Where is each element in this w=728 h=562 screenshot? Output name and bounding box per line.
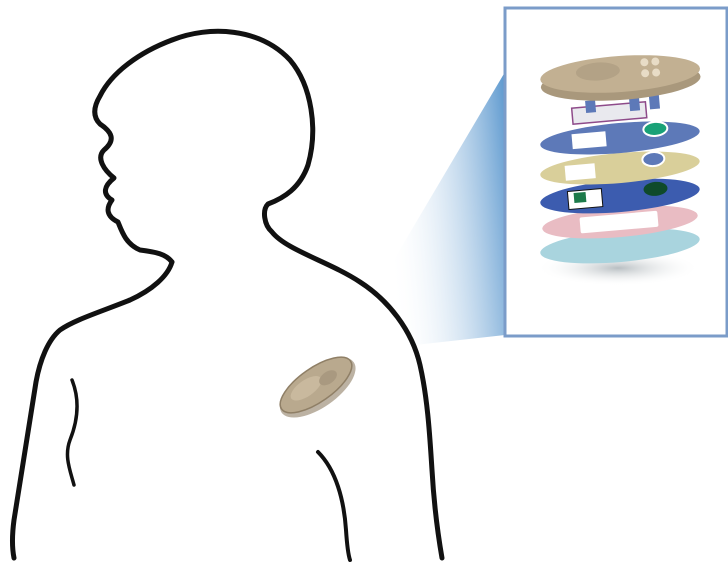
chest-line [67,380,77,485]
exploded-layer-stack [536,50,702,286]
callout-beam [376,72,505,345]
face-profile-outline [95,40,172,262]
inner-arm-outline [318,452,350,560]
human-outline [13,31,443,560]
neck-chest-outline [13,262,173,558]
skin-patch [270,346,365,429]
